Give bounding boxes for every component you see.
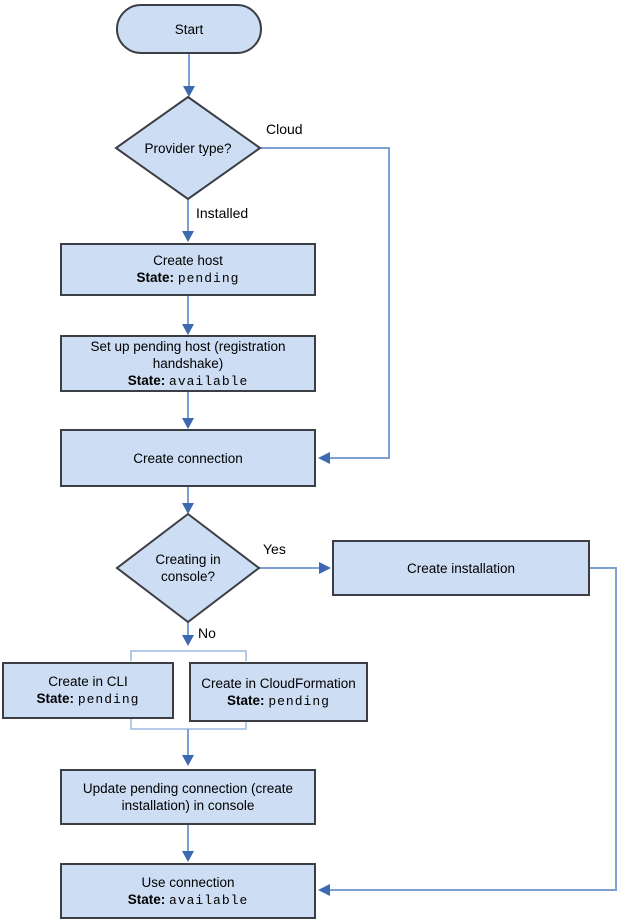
split-bracket (130, 650, 247, 661)
node-label: Set up pending host (registration handsh… (90, 338, 286, 371)
state-label: State: (127, 891, 166, 907)
node-use-connection: Use connection State: available (60, 863, 316, 919)
edge-label-cloud: Cloud (266, 121, 303, 137)
state-value: pending (77, 692, 140, 707)
arrowhead-down-icon (182, 418, 194, 429)
node-create-host: Create host State: pending (60, 243, 316, 296)
node-state: State: pending (227, 692, 330, 710)
arrowhead-down-icon (182, 851, 194, 862)
arrowhead-down-icon (182, 755, 194, 766)
decision-provider-type-label: Provider type? (126, 128, 250, 168)
state-label: State: (127, 372, 166, 388)
node-setup-host: Set up pending host (registration handsh… (60, 335, 316, 392)
state-value: available (169, 892, 249, 908)
node-label: Use connection (141, 874, 235, 890)
decision-creating-in-console (115, 512, 261, 624)
state-label: State: (136, 270, 175, 285)
decision-provider-type (114, 95, 262, 201)
edge-cloud (260, 147, 390, 459)
state-label: State: (36, 691, 75, 706)
node-label: Provider type? (144, 140, 232, 156)
decision-creating-in-console-label: Creating in console? (128, 541, 248, 595)
node-label: Creating in console? (155, 552, 221, 584)
edge-label-installed: Installed (196, 205, 249, 221)
node-label: Start (174, 21, 204, 37)
arrowhead-right-icon (319, 562, 331, 574)
state-value: available (169, 373, 249, 389)
node-state: State: pending (37, 690, 140, 708)
node-create-in-cloudformation: Create in CloudFormation State: pending (189, 662, 368, 722)
node-state: State: available (128, 372, 249, 390)
node-label: Update pending connection (create instal… (82, 781, 294, 813)
state-label: State: (227, 692, 265, 708)
edge-installation-to-use (330, 567, 617, 891)
node-label: Create host (153, 253, 223, 268)
node-label: Create in CLI (48, 674, 128, 689)
node-start: Start (116, 4, 262, 54)
arrowhead-down-icon (182, 635, 194, 646)
state-value: pending (177, 271, 240, 286)
node-state: State: available (128, 891, 249, 909)
node-update-pending-connection: Update pending connection (create instal… (60, 769, 316, 825)
node-create-in-cli: Create in CLI State: pending (2, 662, 174, 719)
arrowhead-left-icon (318, 884, 330, 896)
arrowhead-down-icon (182, 324, 194, 335)
arrowhead-down-icon (182, 503, 194, 514)
node-label: Create installation (406, 560, 516, 576)
state-value: pending (268, 693, 330, 709)
node-create-connection: Create connection (60, 429, 316, 487)
arrowhead-down-icon (182, 231, 194, 242)
edge-label-yes: Yes (263, 541, 286, 557)
node-state: State: pending (137, 269, 240, 287)
edge-label-no: No (198, 625, 216, 641)
node-label: Create in CloudFormation (201, 675, 356, 691)
node-create-installation: Create installation (332, 540, 590, 596)
arrowhead-down-icon (183, 86, 195, 97)
arrowhead-left-icon (318, 452, 330, 464)
node-label: Create connection (133, 450, 243, 466)
